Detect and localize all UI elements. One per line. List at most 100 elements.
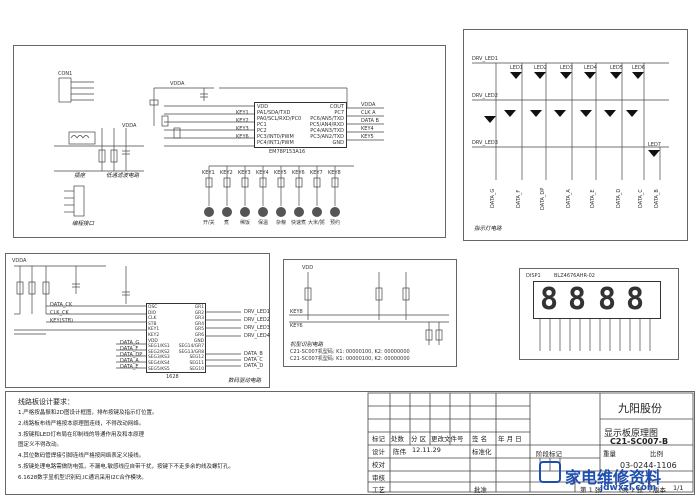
led-caption: 指示灯电路 [474, 226, 502, 232]
mcu-left-net-3: KEY6 [236, 134, 249, 140]
drv-pin-l7: SEG1/KS1 [148, 344, 170, 350]
note-1: 1.严格按晶振和2D图设计框图，排布按键及指示灯位置。 [18, 410, 158, 416]
drv-pin-r8: SEG13/GR8 [178, 349, 204, 355]
mcu-pin-r5: PC3/AN2/TXD [310, 134, 344, 140]
mcu-pin-l5: PC3/INT0/PWM [257, 134, 294, 140]
tb-header-4: 签 名 [472, 435, 488, 443]
drv-bottom-net-1: DATA_C [244, 357, 263, 363]
seg-display-body: 8 8 8 8 [533, 281, 661, 319]
note-4: 4.其位数码管焊接引脚连线严格按网络表定义接线。 [18, 453, 145, 459]
drv-right-net-3: DRV_LED4 [244, 333, 270, 339]
connector-label: CON1 [58, 71, 73, 77]
drv-pin-l4: KEY1 [148, 327, 160, 333]
mcu-right-net-0: VDDA [361, 102, 376, 108]
model-net-1: KEY6 [290, 323, 303, 329]
drv-right-net-2: DRV_LED3 [244, 325, 270, 331]
note-6: 6.1628数字显机型识别码,IC通讯采用I2C合作模块。 [18, 475, 147, 481]
seg-digit-2: 8 [568, 282, 587, 317]
key-net-1: KEY1 [202, 170, 215, 176]
model-line-2: C21-SC007机型码: K1: 00000100, K2: 00000000 [290, 356, 410, 362]
display-driver-chip: OSC DIO CLK STB KEY1 KEY2 VDD SEG1/KS1 S… [146, 303, 206, 373]
led-label-3: LED3 [560, 65, 573, 71]
tb-review-label: 审核 [372, 474, 385, 482]
key-net-5: KEY5 [274, 170, 287, 176]
tb-check-label: 校对 [372, 461, 385, 469]
drv-pin-r5: GR6 [194, 332, 204, 338]
watermark-sub: jdwxzl.com [600, 483, 657, 493]
key-buttons [204, 207, 340, 217]
drv-pin-r6: GND [193, 338, 204, 344]
led-label-5: LED5 [610, 65, 623, 71]
mcu-pin-r6: GND [332, 140, 344, 146]
drv-left-net-3: DATA_A [120, 358, 139, 364]
led-label-6: LED6 [632, 65, 645, 71]
tb-header-5: 年 月 日 [498, 435, 522, 443]
key-label-4: 保温 [258, 220, 269, 226]
led-label-2: LED2 [534, 65, 547, 71]
tb-sheet-label: 第 1 张 [580, 486, 602, 494]
key-net-6: KEY6 [292, 170, 305, 176]
drv-pin-l2: CLK [148, 316, 157, 322]
display-wiring [14, 265, 241, 369]
tb-designer: 陈伟 [393, 448, 406, 456]
led-schematic-panel: DRV_LED1 DRV_LED2 DRV_LED3 LED1 LED2 LED… [463, 29, 688, 241]
key-label-1: 开/关 [203, 220, 215, 226]
tb-approve-label: 批准 [474, 486, 487, 494]
seg-disp-label: DISP1 [526, 273, 541, 279]
led-diodes [484, 72, 660, 157]
seg-display-panel: DISP1 BLZ4676AHR-02 8 8 8 8 [519, 268, 679, 360]
key-label-2: 煮 [224, 220, 230, 226]
model-line-1: C21-SC007机型码: K1: 00000100, K2: 00000000 [290, 349, 410, 355]
tb-weight-label: 重量 [603, 450, 616, 458]
tb-version: 1/1 [673, 484, 684, 492]
drv-pin-r0: GR1 [194, 305, 204, 310]
model-id-wiring [289, 272, 449, 345]
drv-pin-r11: SEG10 [189, 366, 204, 372]
tb-design-date: 12.11.29 [412, 446, 441, 454]
seg-digit-1: 8 [540, 282, 559, 317]
watermark-logo [539, 461, 561, 483]
drv-left-net-4: DATA_E [120, 364, 139, 370]
drv-pin-l8: SEG2/KS2 [148, 349, 170, 355]
tb-model: C21-SC007-B [610, 437, 669, 446]
mcu-chip-label: EM78P153A16 [269, 149, 306, 155]
tb-header-0: 标记 [372, 435, 385, 443]
key-net-8: KEY8 [328, 170, 341, 176]
drv-pin-r1: GR2 [194, 310, 204, 316]
tb-header-2: 分 区 [411, 435, 427, 443]
tb-drawing-no: 03-0244-1106 [620, 461, 677, 470]
led-net-bottom: DRV_LED3 [472, 140, 498, 146]
drv-left-net-0: DATA_G [120, 340, 140, 346]
mcu-pin-r4: PC4/AN3/TXD [310, 128, 344, 134]
led-label-1: LED1 [510, 65, 523, 71]
note-5: 5.按键处理电路需做防电弧，不漏电,敏感线应自带干扰，按键下不走多余的线及螺钉孔… [18, 464, 234, 470]
mcu-key-schematic-panel: CON1 VDDA VDDA VDD PA1/SDA/TXD PA0/SCL/R… [13, 45, 446, 238]
mcu-left-net-2: KEY3 [236, 126, 249, 132]
mcu-left-net-1: KEY2 [236, 118, 249, 124]
drv-pin-l10: SEG4/KS4 [148, 360, 170, 366]
seg-digit-3: 8 [598, 282, 617, 317]
mcu-pin-l0: VDD [257, 104, 269, 110]
program-caption: 编程接口 [72, 221, 95, 227]
display-clk-net: CLK_CK [50, 310, 69, 316]
tb-doc-title: 显示板原理图 [604, 429, 659, 439]
drv-pin-l11: SEG5/KS5 [148, 366, 170, 372]
mcu-wiring [54, 77, 384, 217]
key-net-7: KEY7 [310, 170, 323, 176]
mcu-right-net-1: CLK A [361, 110, 376, 116]
drv-left-net-1: DATA_F [120, 346, 139, 352]
drv-bottom-net-2: DATA_D [244, 363, 264, 369]
display-key-net: KEY(STB) [50, 318, 74, 324]
key-net-4: KEY4 [256, 170, 269, 176]
tb-version-label: 版本 [653, 486, 666, 494]
tb-company: 九阳股份 [618, 402, 662, 415]
display-vdd: VDDA [12, 258, 27, 264]
mcu-pin-l1: PA1/SDA/TXD [257, 110, 291, 116]
note-3b: 图定义不得改动。 [18, 442, 63, 448]
vdd-label-2: VDDA [122, 123, 137, 129]
drv-pin-r4: GR5 [194, 327, 204, 333]
model-id-panel: VDD KEY8 KEY6 机型识别电路 C21-SC007机型码: K1: 0… [283, 259, 457, 367]
drv-pin-l5: KEY2 [148, 332, 160, 338]
key-label-5: 杂粮 [276, 220, 287, 226]
